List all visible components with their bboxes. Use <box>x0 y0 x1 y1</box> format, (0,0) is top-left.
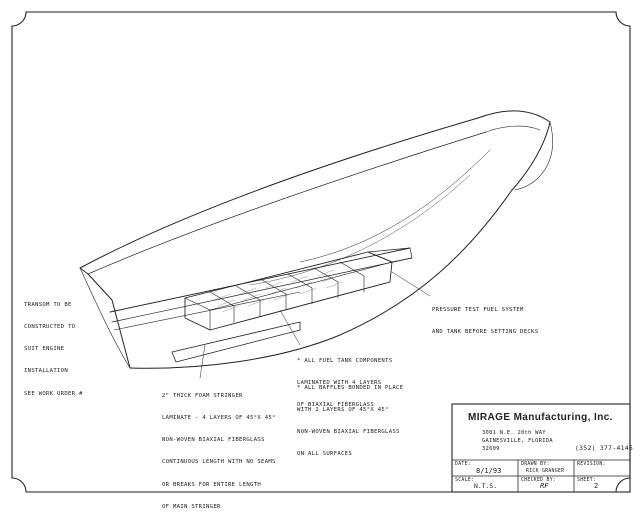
note-baffles: * ALL BAFFLES BONDED IN PLACE WITH 2 LAY… <box>297 370 403 466</box>
baffles <box>209 261 365 323</box>
hull-stem <box>514 121 553 191</box>
date-value: 8/1/93 <box>476 467 502 475</box>
sheet-label: SHEET: <box>577 478 597 483</box>
revision-label: REVISION: <box>577 462 606 467</box>
note-line: AND TANK BEFORE SETTING DECKS <box>432 329 539 336</box>
note-transom: TRANSOM TO BE CONSTRUCTED TO SUIT ENGINE… <box>24 287 83 406</box>
note-line: CONTINUOUS LENGTH WITH NO SEAMS <box>162 459 276 466</box>
address-line-3: 32609 <box>482 446 500 452</box>
note-line: LAMINATED WITH 4 LAYERS <box>297 380 382 387</box>
note-line: NON-WOVEN BIAXIAL FIBERGLASS <box>162 437 265 444</box>
hull-bow-inner <box>485 125 541 133</box>
stringer-base <box>171 321 301 363</box>
note-line: INSTALLATION <box>24 368 69 375</box>
note-line: WITH 2 LAYERS OF 45°x 45° <box>297 407 389 414</box>
note-pressure-test: PRESSURE TEST FUEL SYSTEM AND TANK BEFOR… <box>432 292 538 344</box>
note-line: 2" THICK FOAM STRINGER <box>162 392 243 399</box>
address-line-2: GAINESVILLE, FLORIDA <box>482 438 553 444</box>
note-line: SUIT ENGINE <box>24 346 65 353</box>
hull-transom <box>79 267 131 369</box>
note-line: * ALL BAFFLES BONDED IN PLACE <box>297 384 404 391</box>
note-stringer: 2" THICK FOAM STRINGER LAMINATE - 4 LAYE… <box>162 378 276 519</box>
hull-gunwale-line <box>87 131 487 275</box>
address-line-1: 3001 N.E. 20th WAY <box>482 430 546 436</box>
leader-pressure-test <box>391 271 431 297</box>
checked-by-label: CHECKED BY: <box>521 478 557 483</box>
fuel-tank-outline <box>184 251 393 331</box>
stringer-top <box>109 247 411 313</box>
scale-value: N.T.S. <box>474 482 498 490</box>
title-block-frame <box>451 403 631 493</box>
hull-drawing <box>79 110 553 379</box>
note-line: CONSTRUCTED TO <box>24 324 76 331</box>
drawing-sheet <box>11 11 631 493</box>
note-line: LAMINATE - 4 LAYERS OF 45°x 45° <box>162 415 276 422</box>
hull-chine <box>129 189 513 369</box>
tank-hatching <box>213 269 343 313</box>
scale-label: SCALE: <box>455 478 475 483</box>
leader-fuel-tank <box>279 309 301 346</box>
date-label: DATE: <box>455 462 471 467</box>
note-line: OF MAIN STRINGER <box>162 503 221 510</box>
note-line: OF BIAXIAL FIBERGLASS <box>297 402 375 409</box>
leader-stringer <box>199 344 206 379</box>
note-line: SEE WORK ORDER # <box>24 390 83 397</box>
hull-transom-edge <box>79 267 131 369</box>
company-name: MIRAGE Manufacturing, Inc. <box>468 412 613 423</box>
drawn-by-value: RICK GRANGER <box>526 469 565 474</box>
stringer-base-2 <box>113 291 301 331</box>
hull-bow <box>477 110 551 191</box>
phone-number: (352) 377-4146 <box>575 444 634 452</box>
note-line: NON-WOVEN BIAXIAL FIBERGLASS <box>297 429 400 436</box>
note-line: ON ALL SURFACES <box>297 451 353 458</box>
hull-sheer-line <box>79 117 479 269</box>
fore-bulkhead <box>367 247 413 263</box>
hull-side-curve-2 <box>249 174 471 286</box>
note-line: TRANSOM TO BE <box>24 301 72 308</box>
note-line: OR BREAKS FOR ENTIRE LENGTH <box>162 481 262 488</box>
sheet-value: 2 <box>594 482 599 490</box>
note-line: PRESSURE TEST FUEL SYSTEM <box>432 306 524 313</box>
checked-by-value: RF <box>540 482 549 490</box>
stringer-lower <box>111 257 413 323</box>
hull-side-curve <box>299 149 491 263</box>
note-fuel-tank: * ALL FUEL TANK COMPONENTS LAMINATED WIT… <box>297 343 392 417</box>
drawn-by-label: DRAWN BY: <box>521 462 550 467</box>
note-line: * ALL FUEL TANK COMPONENTS <box>297 357 393 364</box>
